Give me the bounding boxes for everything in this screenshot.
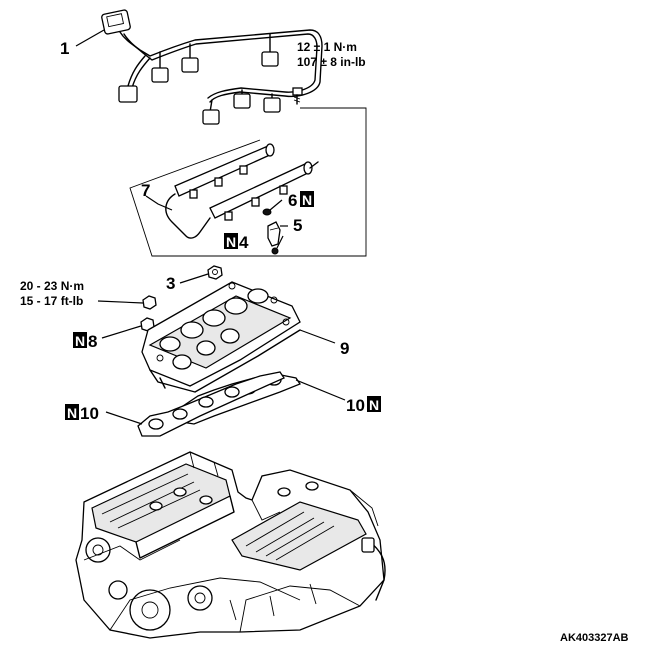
grommet (271, 247, 279, 255)
new-part-box-10-left (65, 404, 79, 420)
callout-5: 5 (293, 216, 302, 235)
leader-lines (75, 29, 346, 425)
callout-10-right: 10 (346, 396, 365, 415)
callout-9: 9 (340, 339, 349, 358)
new-part-box-6 (300, 191, 314, 207)
new-part-box-8 (73, 332, 87, 348)
fuel-rail (165, 143, 319, 239)
new-part-mark-6: N (302, 192, 312, 208)
nut-3 (207, 265, 223, 280)
intake-manifold (141, 281, 301, 393)
torque-bolt-metric: 12 ± 1 N·m (297, 40, 357, 54)
new-part-mark-8: N (75, 333, 85, 349)
injector (267, 221, 281, 247)
callout-10-left: 10 (80, 404, 99, 423)
torque-nut (142, 295, 157, 310)
figure-id: AK403327AB (560, 632, 629, 644)
callout-1: 1 (60, 39, 69, 58)
injector-harness (101, 9, 323, 125)
fuel-rail-group-outline (129, 107, 367, 257)
callout-6: 6 (288, 191, 297, 210)
new-part-mark-10-right: N (369, 397, 379, 413)
callout-7: 7 (141, 181, 150, 200)
torque-nut-imperial: 15 - 17 ft-lb (20, 294, 83, 308)
harness-bolt (292, 87, 303, 105)
torque-nut-metric: 20 - 23 N·m (20, 279, 84, 293)
new-part-mark-10-left: N (67, 405, 77, 421)
o-ring (262, 208, 272, 216)
torque-bolt-imperial: 107 ± 8 in-lb (297, 55, 366, 69)
callout-8: 8 (88, 332, 97, 351)
callout-4: 4 (239, 233, 249, 252)
new-part-box-10-right (367, 396, 381, 412)
new-part-box-4 (224, 233, 238, 249)
callout-labels: 1 7 6 N 5 N 4 3 N 8 9 10 N N 10 12 ± 1 N… (20, 39, 629, 644)
new-part-mark-4: N (226, 234, 236, 250)
callout-3: 3 (166, 274, 175, 293)
engine-block (75, 451, 386, 639)
gasket-lower (137, 371, 285, 437)
